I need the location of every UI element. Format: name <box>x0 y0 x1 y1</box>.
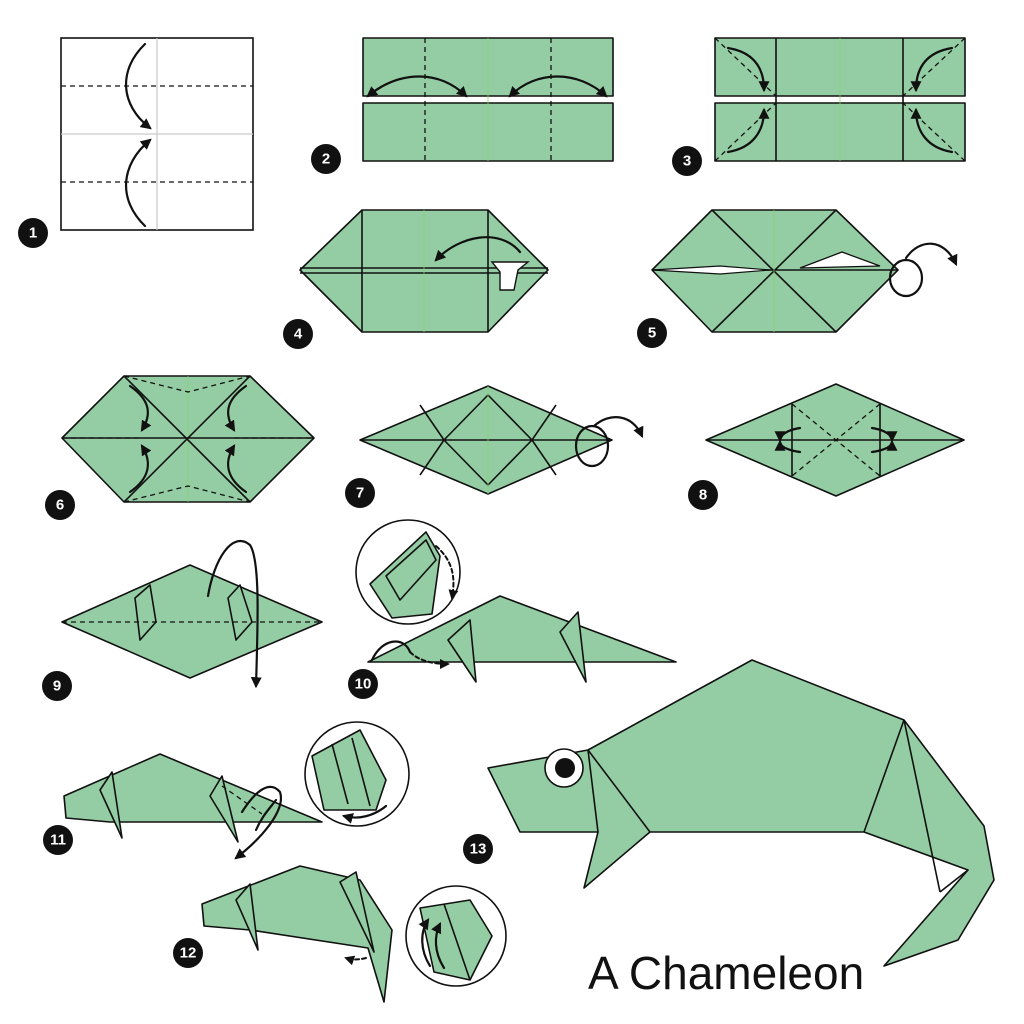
step-number-4: 4 <box>283 319 313 349</box>
step-number-6: 6 <box>45 490 75 520</box>
step-4-diagram <box>299 209 549 333</box>
svg-text:6: 6 <box>56 497 64 514</box>
step-9-diagram <box>61 539 323 689</box>
step-3-diagram <box>714 37 966 162</box>
step-7-diagram <box>359 385 644 495</box>
svg-text:13: 13 <box>470 841 487 858</box>
step-11-diagram <box>63 721 410 860</box>
svg-text:5: 5 <box>648 325 656 342</box>
step-1-diagram <box>60 37 254 231</box>
step-number-3: 3 <box>672 146 702 176</box>
svg-text:8: 8 <box>699 487 707 504</box>
step-8-diagram <box>705 383 965 497</box>
step-number-5: 5 <box>637 318 667 348</box>
svg-text:2: 2 <box>322 151 330 168</box>
step-number-13: 13 <box>463 834 493 864</box>
step-13-diagram <box>487 659 995 967</box>
svg-text:12: 12 <box>180 945 197 962</box>
svg-text:10: 10 <box>355 676 372 693</box>
svg-text:1: 1 <box>29 225 37 242</box>
step-2-diagram <box>362 37 614 162</box>
step-5-diagram <box>651 209 958 333</box>
step-number-7: 7 <box>345 478 375 508</box>
step-10-diagram <box>355 519 677 683</box>
svg-text:11: 11 <box>50 832 66 849</box>
step-6-diagram <box>61 375 315 503</box>
svg-text:9: 9 <box>53 678 61 695</box>
step-number-9: 9 <box>42 671 72 701</box>
diagram-title: A Chameleon <box>588 947 865 999</box>
step-number-8: 8 <box>688 480 718 510</box>
svg-text:3: 3 <box>683 153 691 170</box>
step-number-12: 12 <box>173 938 203 968</box>
step-number-1: 1 <box>18 218 48 248</box>
step-number-11: 11 <box>43 825 73 855</box>
step-12-diagram <box>201 865 507 1003</box>
step-number-10: 10 <box>348 669 378 699</box>
svg-text:4: 4 <box>294 326 303 343</box>
svg-text:7: 7 <box>356 485 364 502</box>
step-number-2: 2 <box>311 144 341 174</box>
